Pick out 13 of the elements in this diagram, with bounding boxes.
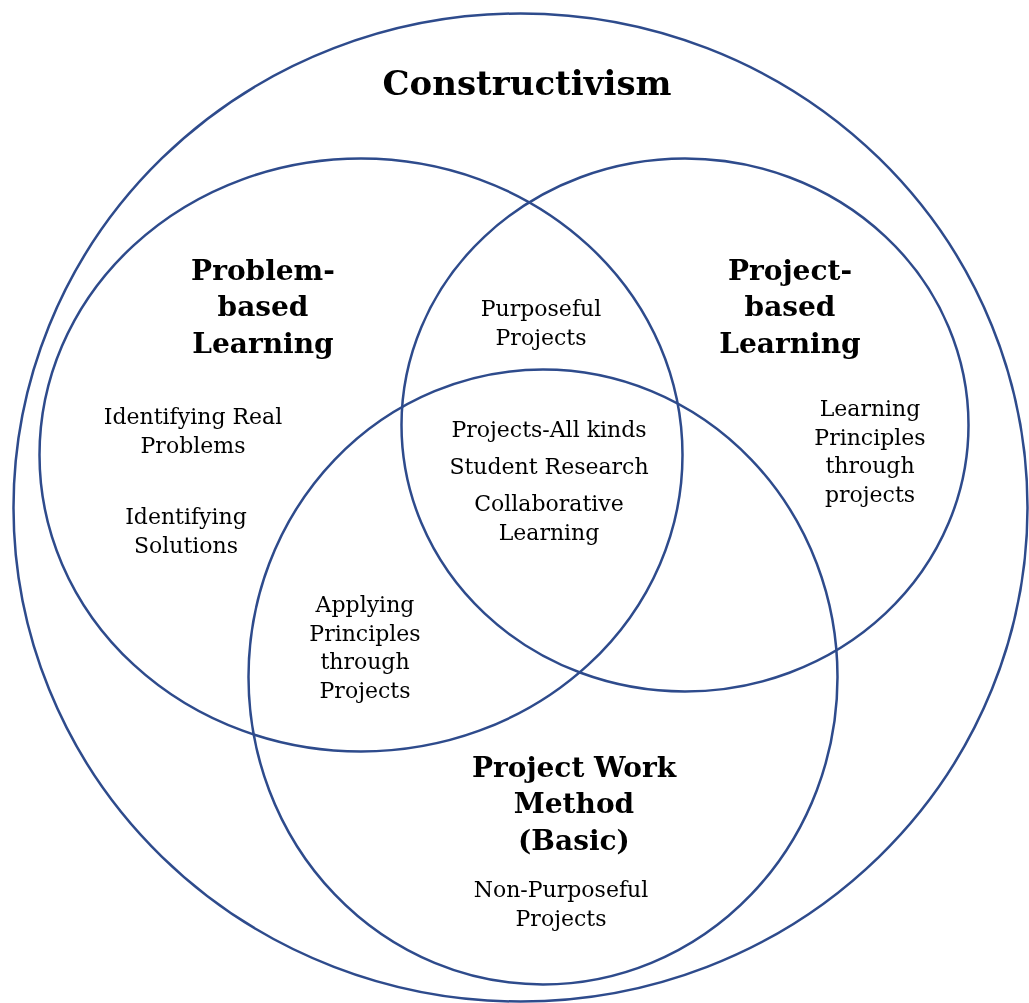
overlap-text: Student Research [448, 452, 650, 481]
overlap-text: Collaborative Learning [473, 490, 625, 547]
overlap-text: Purposeful Projects [479, 295, 603, 352]
region-text: Identifying Real Problems [102, 403, 284, 460]
region-text: Learning Principles through projects [813, 394, 927, 509]
circle-title: Constructivism [381, 61, 673, 105]
circle-title: Project Work Method (Basic) [470, 750, 678, 860]
overlap-text: Projects-All kinds [450, 415, 648, 444]
circle-title: Project-based Learning [718, 253, 862, 363]
region-text: Identifying Solutions [124, 503, 248, 560]
region-text: Non-Purposeful Projects [472, 876, 650, 933]
overlap-text: Applying Principles through Projects [308, 590, 422, 705]
circle-title: Problem-based Learning [190, 253, 336, 363]
